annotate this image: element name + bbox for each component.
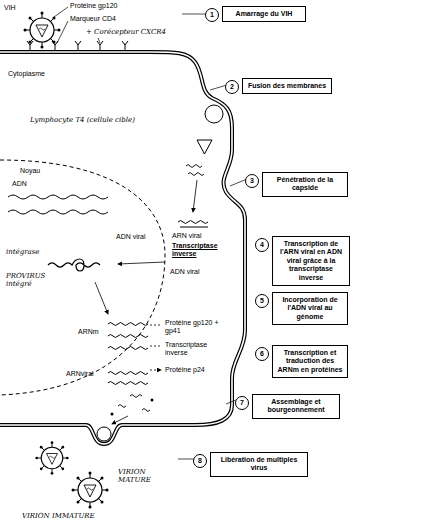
annotation-label: ARNviral (66, 370, 94, 378)
step-box: 4Transcription de l'ARN viral en ADN vir… (272, 236, 350, 286)
callout-number: 2 (225, 80, 239, 94)
released-virion (72, 472, 109, 509)
step-label: Transcription et traduction des ARNm en … (277, 349, 343, 374)
hiv-virion (24, 12, 61, 49)
annotation-label: ARNm (78, 328, 99, 336)
translation-arrows (150, 325, 161, 370)
arrow (95, 282, 108, 314)
annotation-label: + Corécepteur CXCR4 (86, 28, 166, 36)
mrna (108, 323, 148, 350)
annotation-label: Marqueur CD4 (70, 15, 116, 23)
viral-rna (186, 165, 204, 176)
arrow (112, 416, 128, 424)
leader-lines (54, 7, 247, 459)
annotation-label: VIRION IMMATURE (22, 512, 95, 520)
annotation-label: intégrase (6, 248, 39, 256)
step-box: 5Incorporation de l'ADN viral au génome (272, 292, 348, 325)
assembly-parts (118, 395, 150, 412)
annotation-label: ADN viral (116, 233, 146, 241)
arrow (118, 262, 165, 264)
annotation-label: Cytoplasme (8, 70, 45, 78)
provirus (48, 259, 100, 271)
step-box: 8Libération de multiples virus (210, 452, 308, 477)
annotation-label: Noyau (20, 167, 40, 175)
step-label: Incorporation de l'ADN viral au génome (277, 296, 343, 321)
capsid (197, 140, 212, 154)
annotation-label: PROVIRUS intégré (6, 272, 50, 288)
callout-number: 3 (245, 174, 259, 188)
reverse-transcription (178, 221, 208, 228)
step-label: Fusion des membranes (247, 82, 327, 90)
step-box: 6Transcription et traduction des ARNm en… (272, 345, 348, 378)
annotation-label: Protéine gp120 (70, 2, 117, 10)
step-label: Transcription de l'ARN viral en ADN vira… (277, 240, 345, 282)
step-label: Amarrage du VIH (227, 10, 301, 18)
step-label: Libération de multiples virus (215, 456, 303, 473)
assembly-dot (151, 399, 154, 402)
arrow (193, 180, 197, 212)
host-dna (8, 195, 108, 214)
annotation-label: Transcriptase inverse (165, 341, 217, 357)
step-box: 3Pénétration de la capside (262, 172, 348, 197)
step-box: 2Fusion des membranes (242, 78, 332, 94)
annotation-label: Protéine gp120 + gp41 (165, 319, 223, 335)
fusing-virion (205, 105, 223, 123)
annotation-label: VIH (4, 4, 16, 12)
released-virion (35, 441, 68, 474)
annotation-label: VIRION MATURE (118, 468, 162, 484)
nucleus-envelope (0, 160, 165, 395)
step-label: Pénétration de la capside (267, 176, 343, 193)
viral-rna (108, 372, 148, 385)
annotation-label: ARN viral (172, 232, 202, 240)
step-box: 1Amarrage du VIH (222, 6, 306, 22)
annotation-label: Transcriptase inverse (172, 242, 224, 258)
annotation-label: ADN viral (170, 268, 200, 276)
callout-number: 7 (235, 396, 249, 410)
callout-number: 8 (193, 454, 207, 468)
cell-membrane (0, 52, 245, 444)
callout-number: 4 (255, 238, 269, 252)
budding-virion (97, 427, 111, 441)
step-label: Assemblage et bourgeonnement (257, 398, 335, 415)
assembly-dot (111, 413, 114, 416)
callout-number: 1 (205, 8, 219, 22)
callout-number: 5 (255, 294, 269, 308)
annotation-label: Lymphocyte T4 (cellule cible) (30, 116, 135, 124)
annotation-label: Protéine p24 (165, 366, 217, 374)
step-box: 7Assemblage et bourgeonnement (252, 394, 340, 419)
annotation-label: ADN (12, 180, 27, 188)
callout-number: 6 (255, 347, 269, 361)
cell-membrane-inner (0, 52, 245, 444)
